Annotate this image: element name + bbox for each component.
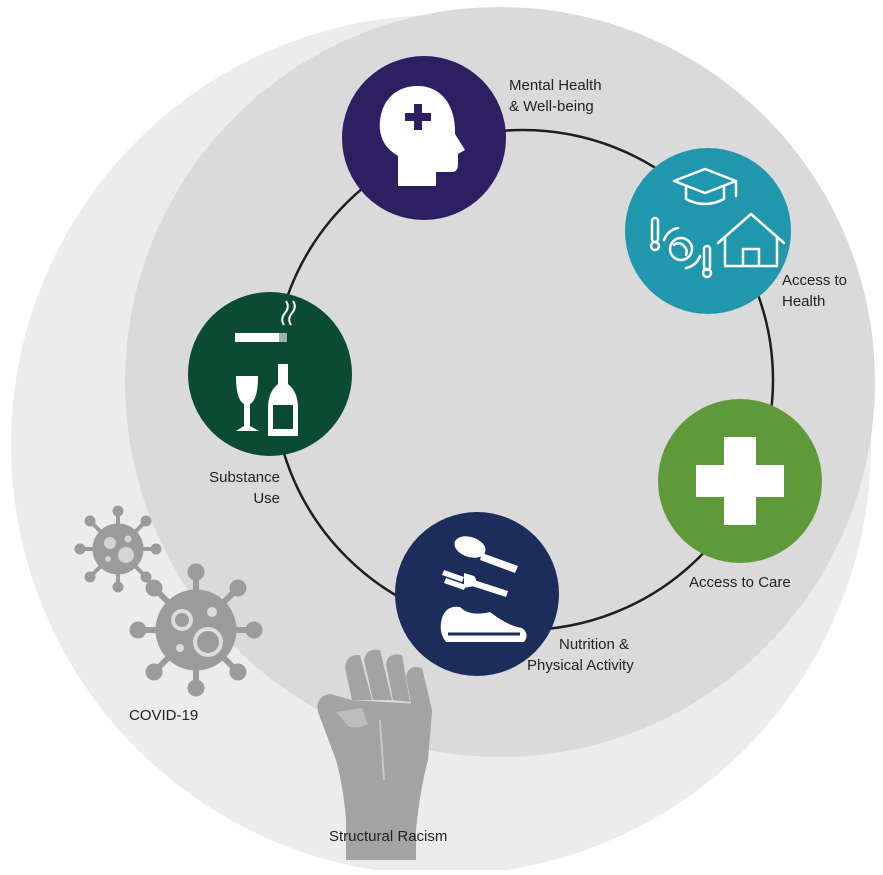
substance-use-label: Substance Use	[190, 467, 280, 509]
structural-racism-label-text: Structural Racism	[329, 828, 448, 845]
substance-use-node	[188, 292, 352, 456]
nutrition-label-line-1: Nutrition &	[559, 636, 630, 653]
substance-use-label-line-2: Use	[253, 490, 280, 507]
nutrition-node	[395, 512, 559, 676]
access-to-health-label: Access to Health	[782, 270, 847, 312]
mental-health-label: Mental Health & Well-being	[509, 75, 602, 117]
substance-use-label-line-1: Substance	[209, 469, 280, 486]
raised-fist-icon	[317, 649, 432, 860]
covid-label-text: COVID-19	[129, 707, 199, 724]
small-virus-icon	[74, 505, 162, 593]
access-to-health-label-line-2: Health	[782, 293, 826, 310]
medical-cross-icon	[696, 437, 784, 525]
access-to-care-label: Access to Care	[689, 572, 791, 593]
head-with-medical-cross-icon	[379, 86, 465, 186]
mental-health-node	[342, 56, 506, 220]
nutrition-label: Nutrition & Physical Activity	[527, 634, 634, 676]
cigarette-wine-bottle-icon	[235, 300, 298, 436]
access-to-care-node	[658, 399, 822, 563]
mental-health-label-line-1: Mental Health	[509, 77, 602, 94]
access-to-health-node	[625, 148, 791, 314]
education-environment-housing-icon	[649, 167, 786, 279]
access-to-care-label-text: Access to Care	[689, 574, 791, 591]
large-virus-icon	[129, 563, 263, 697]
access-to-health-label-line-1: Access to	[782, 272, 848, 289]
covid-label: COVID-19	[129, 705, 198, 726]
nutrition-label-line-2: Physical Activity	[527, 657, 634, 674]
structural-racism-label: Structural Racism	[329, 826, 447, 847]
mental-health-label-line-2: & Well-being	[509, 98, 594, 115]
